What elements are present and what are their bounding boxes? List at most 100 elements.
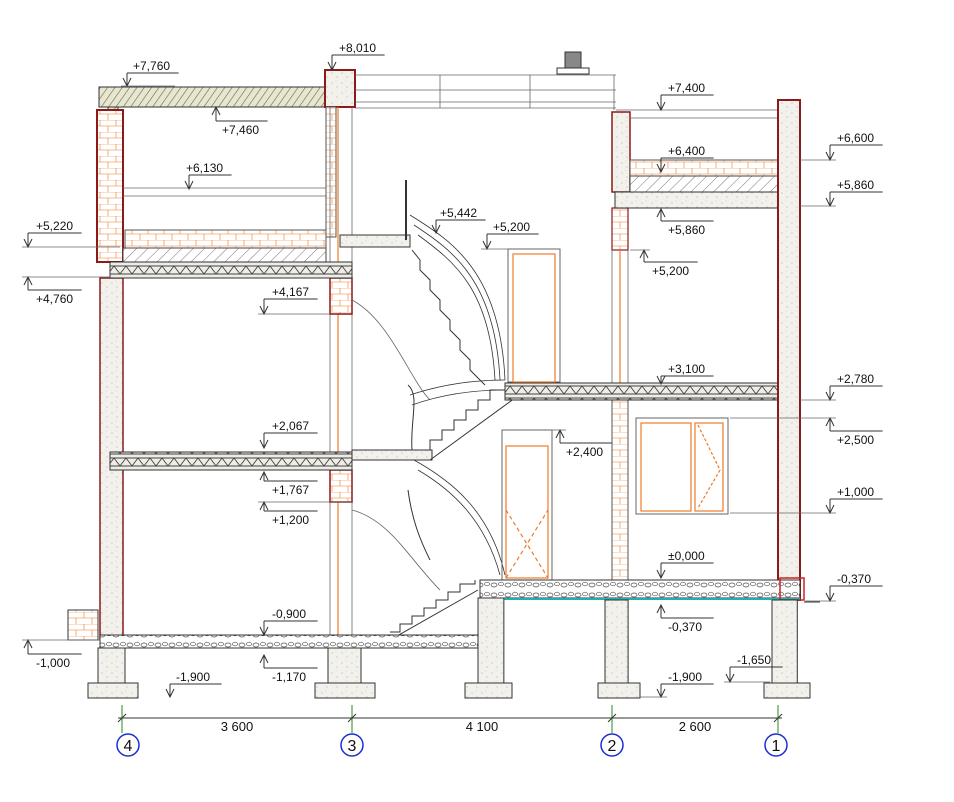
stair-roof-railing [355,74,616,110]
slab-floor-1-left [109,451,353,471]
elevation-mark-basement-slab-bottom: -1,170 [259,653,318,684]
elevation-mark-slab-bottom-1-left: +1,767 [259,470,318,497]
elevation-label: +5,200 [493,220,530,234]
arrow-up-icon [656,207,666,218]
ground-slab-right [479,579,801,599]
elevation-mark-attic-line: +6,130 [184,161,232,191]
elevation-label: +5,442 [440,206,477,220]
attic-floor-left [109,187,353,279]
elevation-mark-lintel-axis3-lower: +1,200 [258,500,352,527]
window [635,417,729,515]
arrow-down-icon [259,626,269,637]
elevation-label: +4,167 [272,285,309,299]
elevation-label: -1,000 [36,656,70,670]
elevation-mark-lintel-axis3-upper: +4,167 [258,285,330,316]
elevation-label: +2,067 [272,419,309,433]
elevation-mark-slab-bottom-2-right: +2,780 [800,372,883,402]
arrow-up-icon [259,470,269,481]
footing [464,597,513,699]
axis-label: 1 [772,738,781,755]
arrow-up-icon [211,105,221,116]
elevation-label: +5,200 [652,264,689,278]
arrow-down-icon [656,163,666,174]
stair-landing-lower [351,449,433,461]
arrow-down-icon [184,180,194,191]
elevation-mark-roof-top-left: +7,760 [121,59,179,88]
wall-axis3 [325,106,353,640]
elevation-label: +6,130 [186,161,223,175]
elevation-label: +2,780 [837,372,874,386]
elevation-mark-lintel-axis2: +5,200 [630,248,698,278]
elevation-label: +5,860 [668,223,705,237]
parapet-axis3 [324,69,356,108]
elevation-mark-slab-bottom-ground: -0,370 [656,603,714,634]
elevation-mark-ground-level-left: -1,000 [22,638,100,670]
elevation-mark-ground-level-right: -0,370 [805,572,883,603]
staircase [351,180,516,641]
footing [87,647,139,699]
grid-axis-marker-4: 4 [116,733,140,757]
elevation-mark-ground-floor: ±0,000 [656,549,714,580]
grid-axis-marker-1: 1 [764,733,788,757]
elevation-label: +2,400 [566,445,603,459]
elevation-label: -1,650 [737,653,771,667]
elevation-label: +7,460 [222,123,259,137]
elevation-mark-door-top: +2,400 [550,428,612,459]
elevation-label: -1,900 [668,670,702,684]
arrow-down-icon [656,375,666,386]
footing [314,647,376,699]
grid-axis-marker-2: 2 [600,733,624,757]
elevation-mark-slab-bottom-right: +5,860 [656,207,714,237]
elevation-label: +4,760 [36,292,73,306]
arrow-down-icon [656,101,666,112]
elevation-mark-roof-bottom-left: +7,460 [211,105,268,137]
elevation-label: ±0,000 [668,549,705,563]
roof-slab-left [98,86,328,116]
elevation-label: +7,400 [668,81,705,95]
elevation-mark-stair-landing-top: +5,442 [431,206,486,235]
arrow-down-icon [431,224,441,235]
elevation-label: +7,760 [133,59,170,73]
basement-slab-left [99,634,481,649]
elevation-mark-footing-left: -1,900 [165,670,222,699]
elevation-label: -1,170 [272,670,306,684]
arrow-down-icon [656,569,666,580]
elevation-mark-floor-1-left: +2,067 [259,419,318,450]
elevation-mark-stair-door-top: +5,200 [481,220,539,251]
elevation-mark-footing-axis1: -1,650 [724,653,783,684]
elevation-mark-attic-floor-right: +6,400 [656,144,714,174]
elevation-mark-attic-floor-left: +5,220 [22,219,120,249]
elevation-label: +1,000 [837,485,874,499]
elevation-label: -0,900 [272,607,306,621]
roof-vent [556,51,590,75]
elevation-marks: +7,760 +8,010 +7,460 +6,130 +5,220 +4,760 +4,1… [22,41,883,699]
arrow-down-icon [259,439,269,450]
elevation-mark-slab-bottom-left: +4,760 [22,275,110,306]
footing [597,599,641,699]
elevation-label: +1,767 [272,483,309,497]
elevation-label: +3,100 [668,362,705,376]
arrow-down-icon [165,688,175,699]
elevation-label: -0,370 [837,572,871,586]
right-block [504,99,801,601]
axis-label: 3 [348,738,357,755]
wall-axis4 [67,109,124,641]
stair-railing [409,214,506,576]
dimension-label: 2 600 [679,719,712,734]
dimension-label: 4 100 [466,719,499,734]
elevation-mark-window-top: +2,500 [730,416,883,447]
elevation-label: -0,370 [668,620,702,634]
wall-axis2 [611,111,631,581]
elevation-label: +6,400 [668,144,705,158]
elevation-label: +2,500 [837,433,874,447]
elevation-label: +8,010 [339,41,376,55]
grid-axis-marker-3: 3 [340,733,364,757]
elevation-label: +1,200 [272,513,309,527]
arrow-up-icon [656,603,666,614]
elevation-mark-floor-2-right: +3,100 [656,362,714,386]
elevation-label: +6,600 [837,131,874,145]
elevation-mark-slab-top-right: +5,860 [800,178,883,208]
doors [501,248,561,581]
